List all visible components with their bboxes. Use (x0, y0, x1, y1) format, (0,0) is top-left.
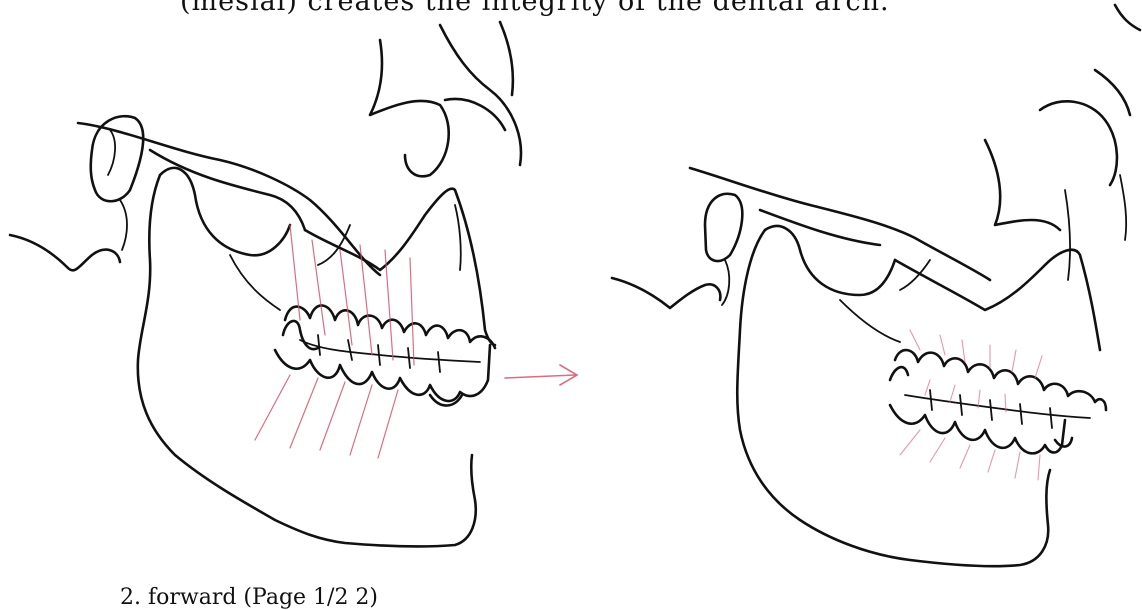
skull-left (10, 22, 521, 546)
left-condyle (91, 116, 143, 201)
left-teeth-lower (275, 345, 490, 401)
right-teeth-lower (890, 405, 1065, 453)
right-mandible (737, 230, 1050, 566)
left-coronoid (160, 168, 290, 255)
right-teeth-upper (895, 350, 1106, 410)
left-maxilla (305, 189, 495, 345)
right-zygomatic-arch (690, 168, 990, 280)
right-condyle (705, 194, 742, 261)
transition-arrow (505, 365, 577, 385)
skull-right (612, 5, 1140, 566)
right-coronoid (765, 226, 895, 295)
